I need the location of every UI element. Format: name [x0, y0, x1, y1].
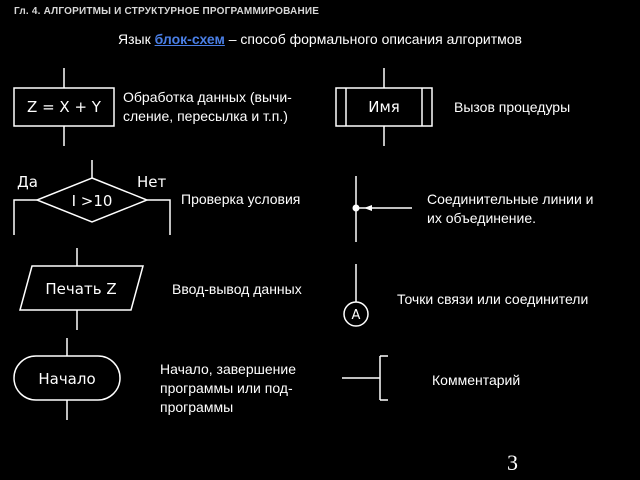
decision-yes-label: Да: [17, 173, 38, 191]
process-label: Z = X + Y: [27, 98, 102, 116]
slide-title: Язык блок-схем – способ формального опис…: [0, 31, 640, 47]
comment-block: [342, 355, 388, 401]
page-number: 3: [507, 450, 518, 475]
decision-label: I >10: [72, 192, 113, 210]
title-prefix: Язык: [118, 31, 155, 47]
desc-line: Комментарий: [432, 372, 521, 388]
comment-description: Комментарий: [432, 371, 520, 390]
io-label: Печать Z: [45, 280, 116, 298]
desc-line: Точки связи или соединители: [397, 291, 589, 307]
connector-point-label: A: [352, 308, 361, 323]
desc-line: программы или под-: [160, 380, 293, 396]
arrow-head-icon: [364, 205, 372, 211]
connector-point-block: [343, 264, 369, 327]
decision-description: Проверка условия: [181, 190, 300, 209]
procedure-label: Имя: [368, 98, 400, 116]
connector-point-description: Точки связи или соединители: [397, 290, 588, 309]
desc-line: сление, пересылка и т.п.): [123, 108, 288, 124]
chapter-header: Гл. 4. АЛГОРИТМЫ И СТРУКТУРНОЕ ПРОГРАММИ…: [14, 6, 320, 17]
desc-line: Вызов процедуры: [454, 99, 571, 115]
io-description: Ввод-вывод данных: [172, 280, 302, 299]
procedure-description: Вызов процедуры: [454, 98, 570, 117]
io-block: [19, 248, 144, 330]
desc-line: программы: [160, 399, 234, 415]
connector-lines-description: Соединительные линии и их объединение.: [427, 190, 594, 228]
desc-line: их объединение.: [427, 210, 537, 226]
decision-no-label: Нет: [137, 173, 167, 191]
terminal-block: [13, 338, 121, 420]
junction-dot: [352, 204, 360, 212]
decision-block: [13, 160, 171, 235]
process-block: [13, 68, 115, 146]
desc-line: Соединительные линии и: [427, 191, 594, 207]
desc-line: Начало, завершение: [160, 361, 296, 377]
connector-lines: [355, 176, 412, 242]
terminal-label: Начало: [38, 370, 95, 388]
terminal-description: Начало, завершение программы или под- пр…: [160, 360, 296, 417]
title-highlight-link[interactable]: блок-схем: [154, 31, 225, 47]
title-suffix: – способ формального описания алгоритмов: [224, 31, 522, 47]
desc-line: Ввод-вывод данных: [172, 281, 302, 297]
process-description: Обработка данных (вычи- сление, пересылк…: [123, 88, 292, 126]
desc-line: Проверка условия: [181, 191, 301, 207]
procedure-block: [335, 68, 433, 146]
desc-line: Обработка данных (вычи-: [123, 89, 292, 105]
